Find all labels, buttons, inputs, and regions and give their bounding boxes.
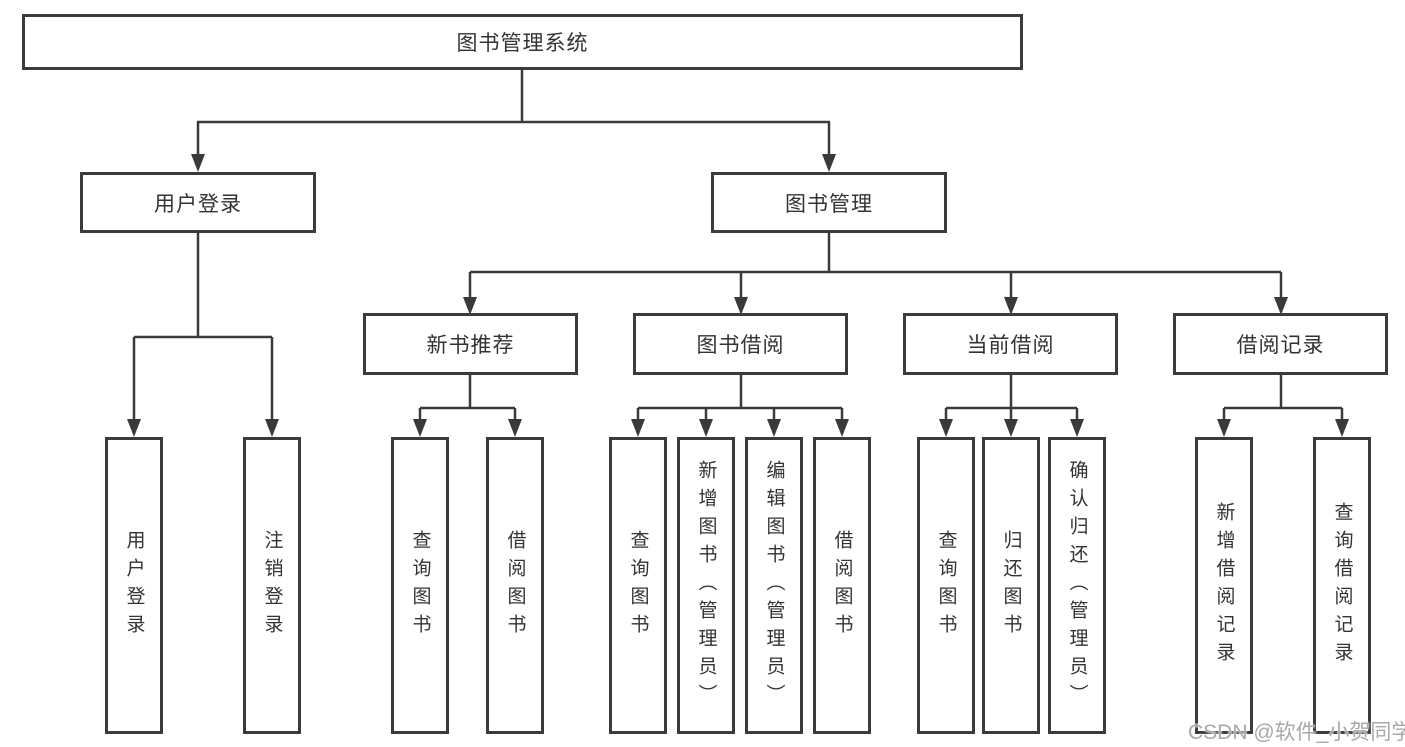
leaf-add-book-admin: 新增图书（管理员） xyxy=(677,437,735,734)
arrow-down-icon xyxy=(734,297,748,315)
connector-current-borrow-to-leaves xyxy=(944,375,1079,423)
leaf-label: 编辑图书（管理员） xyxy=(763,459,785,712)
leaf-label: 新增图书（管理员） xyxy=(695,459,717,712)
arrow-down-icon xyxy=(939,419,953,437)
leaf-borrow-book: 借阅图书 xyxy=(813,437,871,734)
leaf-recommend-borrow-book: 借阅图书 xyxy=(486,437,544,734)
leaf-label: 新增借阅记录 xyxy=(1213,501,1235,670)
node-root-label: 图书管理系统 xyxy=(456,32,589,55)
leaf-add-borrow-record: 新增借阅记录 xyxy=(1195,437,1253,734)
leaf-label: 借阅图书 xyxy=(504,529,526,642)
arrow-down-icon xyxy=(1274,297,1288,315)
connector-new-book-recommend-to-leaves xyxy=(418,375,517,423)
arrow-down-icon xyxy=(631,419,645,437)
arrow-down-icon xyxy=(767,419,781,437)
arrow-down-icon xyxy=(265,419,279,437)
connector-root-to-level2 xyxy=(196,70,831,158)
csdn-watermark: CSDN @软件_小贺同学 xyxy=(1188,721,1405,744)
connector-user-login-to-leaves xyxy=(132,233,274,423)
arrow-down-icon xyxy=(1335,419,1349,437)
node-book-management: 图书管理 xyxy=(711,172,947,233)
leaf-current-query-book: 查询图书 xyxy=(917,437,975,734)
leaf-query-borrow-record: 查询借阅记录 xyxy=(1313,437,1371,734)
node-label: 图书管理 xyxy=(785,192,873,216)
leaf-label: 查询借阅记录 xyxy=(1331,501,1353,670)
arrow-down-icon xyxy=(191,154,205,172)
leaf-borrow-query-book: 查询图书 xyxy=(609,437,667,734)
connector-book-management-to-level3 xyxy=(468,233,1283,301)
leaf-recommend-query-book: 查询图书 xyxy=(391,437,449,734)
arrow-down-icon xyxy=(508,419,522,437)
node-user-login: 用户登录 xyxy=(80,172,316,233)
arrow-down-icon xyxy=(1004,419,1018,437)
connector-borrow-record-to-leaves xyxy=(1222,375,1344,423)
arrow-down-icon xyxy=(413,419,427,437)
leaf-label: 用户登录 xyxy=(123,529,145,642)
leaf-label: 查询图书 xyxy=(935,529,957,642)
node-label: 借阅记录 xyxy=(1236,334,1325,357)
connector-book-borrow-to-leaves xyxy=(636,375,844,423)
node-label: 用户登录 xyxy=(154,192,242,216)
node-label: 新书推荐 xyxy=(426,334,515,357)
leaf-label: 查询图书 xyxy=(409,529,431,642)
arrow-down-icon xyxy=(463,297,477,315)
node-current-borrow: 当前借阅 xyxy=(903,313,1118,375)
node-new-book-recommend: 新书推荐 xyxy=(363,313,578,375)
arrow-down-icon xyxy=(699,419,713,437)
leaf-label: 确认归还（管理员） xyxy=(1066,459,1088,712)
node-label: 当前借阅 xyxy=(966,334,1055,357)
arrow-down-icon xyxy=(835,419,849,437)
leaf-logout: 注销登录 xyxy=(243,437,301,734)
arrow-down-icon xyxy=(1070,419,1084,437)
node-book-borrow: 图书借阅 xyxy=(633,313,848,375)
leaf-label: 注销登录 xyxy=(261,529,283,642)
node-root: 图书管理系统 xyxy=(22,14,1023,70)
leaf-edit-book-admin: 编辑图书（管理员） xyxy=(745,437,803,734)
arrow-down-icon xyxy=(1004,297,1018,315)
leaf-user-login: 用户登录 xyxy=(105,437,163,734)
leaf-label: 归还图书 xyxy=(1000,529,1022,642)
arrow-down-icon xyxy=(127,419,141,437)
leaf-return-book: 归还图书 xyxy=(982,437,1040,734)
node-label: 图书借阅 xyxy=(696,334,785,357)
arrow-down-icon xyxy=(1217,419,1231,437)
leaf-label: 借阅图书 xyxy=(831,529,853,642)
node-borrow-record: 借阅记录 xyxy=(1173,313,1388,375)
arrow-down-icon xyxy=(822,154,836,172)
leaf-confirm-return-admin: 确认归还（管理员） xyxy=(1048,437,1106,734)
leaf-label: 查询图书 xyxy=(627,529,649,642)
